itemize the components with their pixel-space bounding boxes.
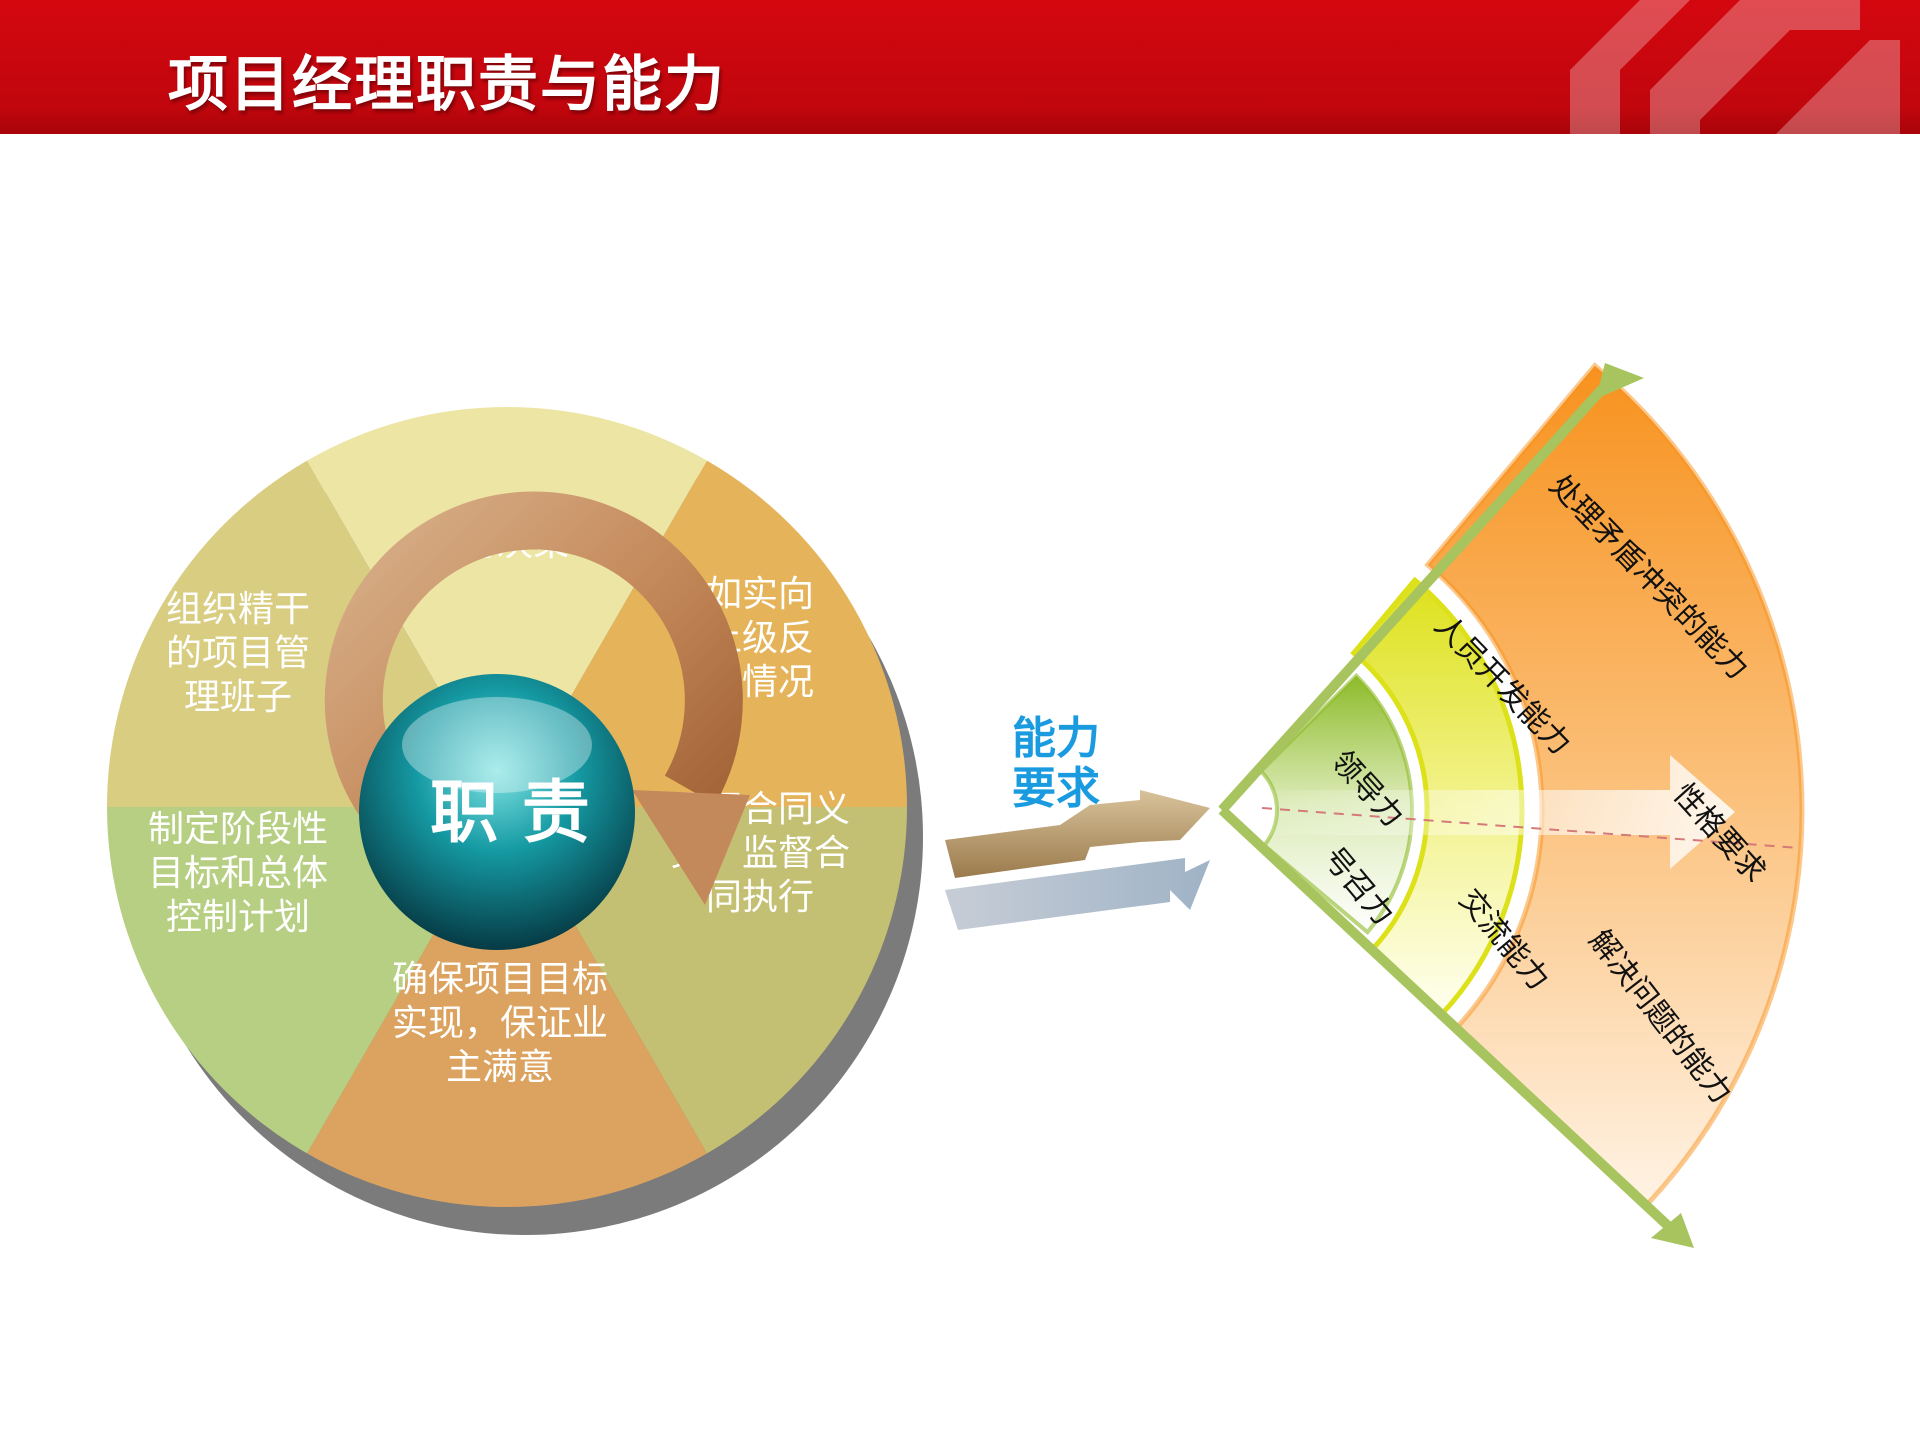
arrow-body [945,790,1210,878]
upper-arrowhead [1596,363,1644,399]
wheel-segment-label: 制定阶段性 [148,809,328,850]
ability-requirement-arrow: 能力 要求 [945,713,1210,930]
band-outer [1424,362,1805,1210]
wheel-segment-label: 组织精干 [166,589,310,630]
wheel-segment-label: 同执行 [706,877,814,918]
ability-fan: 领导力 号召力 人员开发能力 交流能力 处理矛盾冲突的能力 解决问题的能力 性格… [1218,362,1805,1248]
page-title: 项目经理职责与能力 [168,50,726,120]
wheel-segment-label: 控制计划 [166,897,310,938]
wheel-segment-label: 如实向 [706,574,814,615]
header-logo-watermark [1570,0,1900,134]
wheel-segment-label: 目标和总体 [148,853,328,894]
arrow-label-line1: 能力 [1012,713,1100,764]
center-ball-highlight [402,697,592,793]
flow-arrow [1262,755,1735,869]
lower-arrowhead [1651,1213,1694,1248]
wheel-segment-label: 理班子 [184,677,292,718]
wheel-segment-label: 的项目管 [166,633,310,674]
wheel-segment-label: 确保项目目标 [392,959,608,1000]
fan-frame [1218,374,1684,1241]
arrow-label-line2: 要求 [1012,763,1100,814]
responsibility-wheel: 及时决策如实向上级反映情况履行合同义务，监督合同执行确保项目目标实现，保证业主满… [106,406,923,1235]
center-ball [359,674,635,950]
header-bar: 项目经理职责与能力 [0,0,1920,134]
arrow-shadow [945,858,1210,930]
center-label: 职 责 [430,774,590,853]
wheel-segment [307,807,707,1207]
wheel-labels: 及时决策如实向上级反映情况履行合同义务，监督合同执行确保项目目标实现，保证业主满… [148,523,850,1088]
wheel-segment-label: 主满意 [446,1047,554,1088]
wheel-segment-label: 实现，保证业 [392,1003,608,1044]
